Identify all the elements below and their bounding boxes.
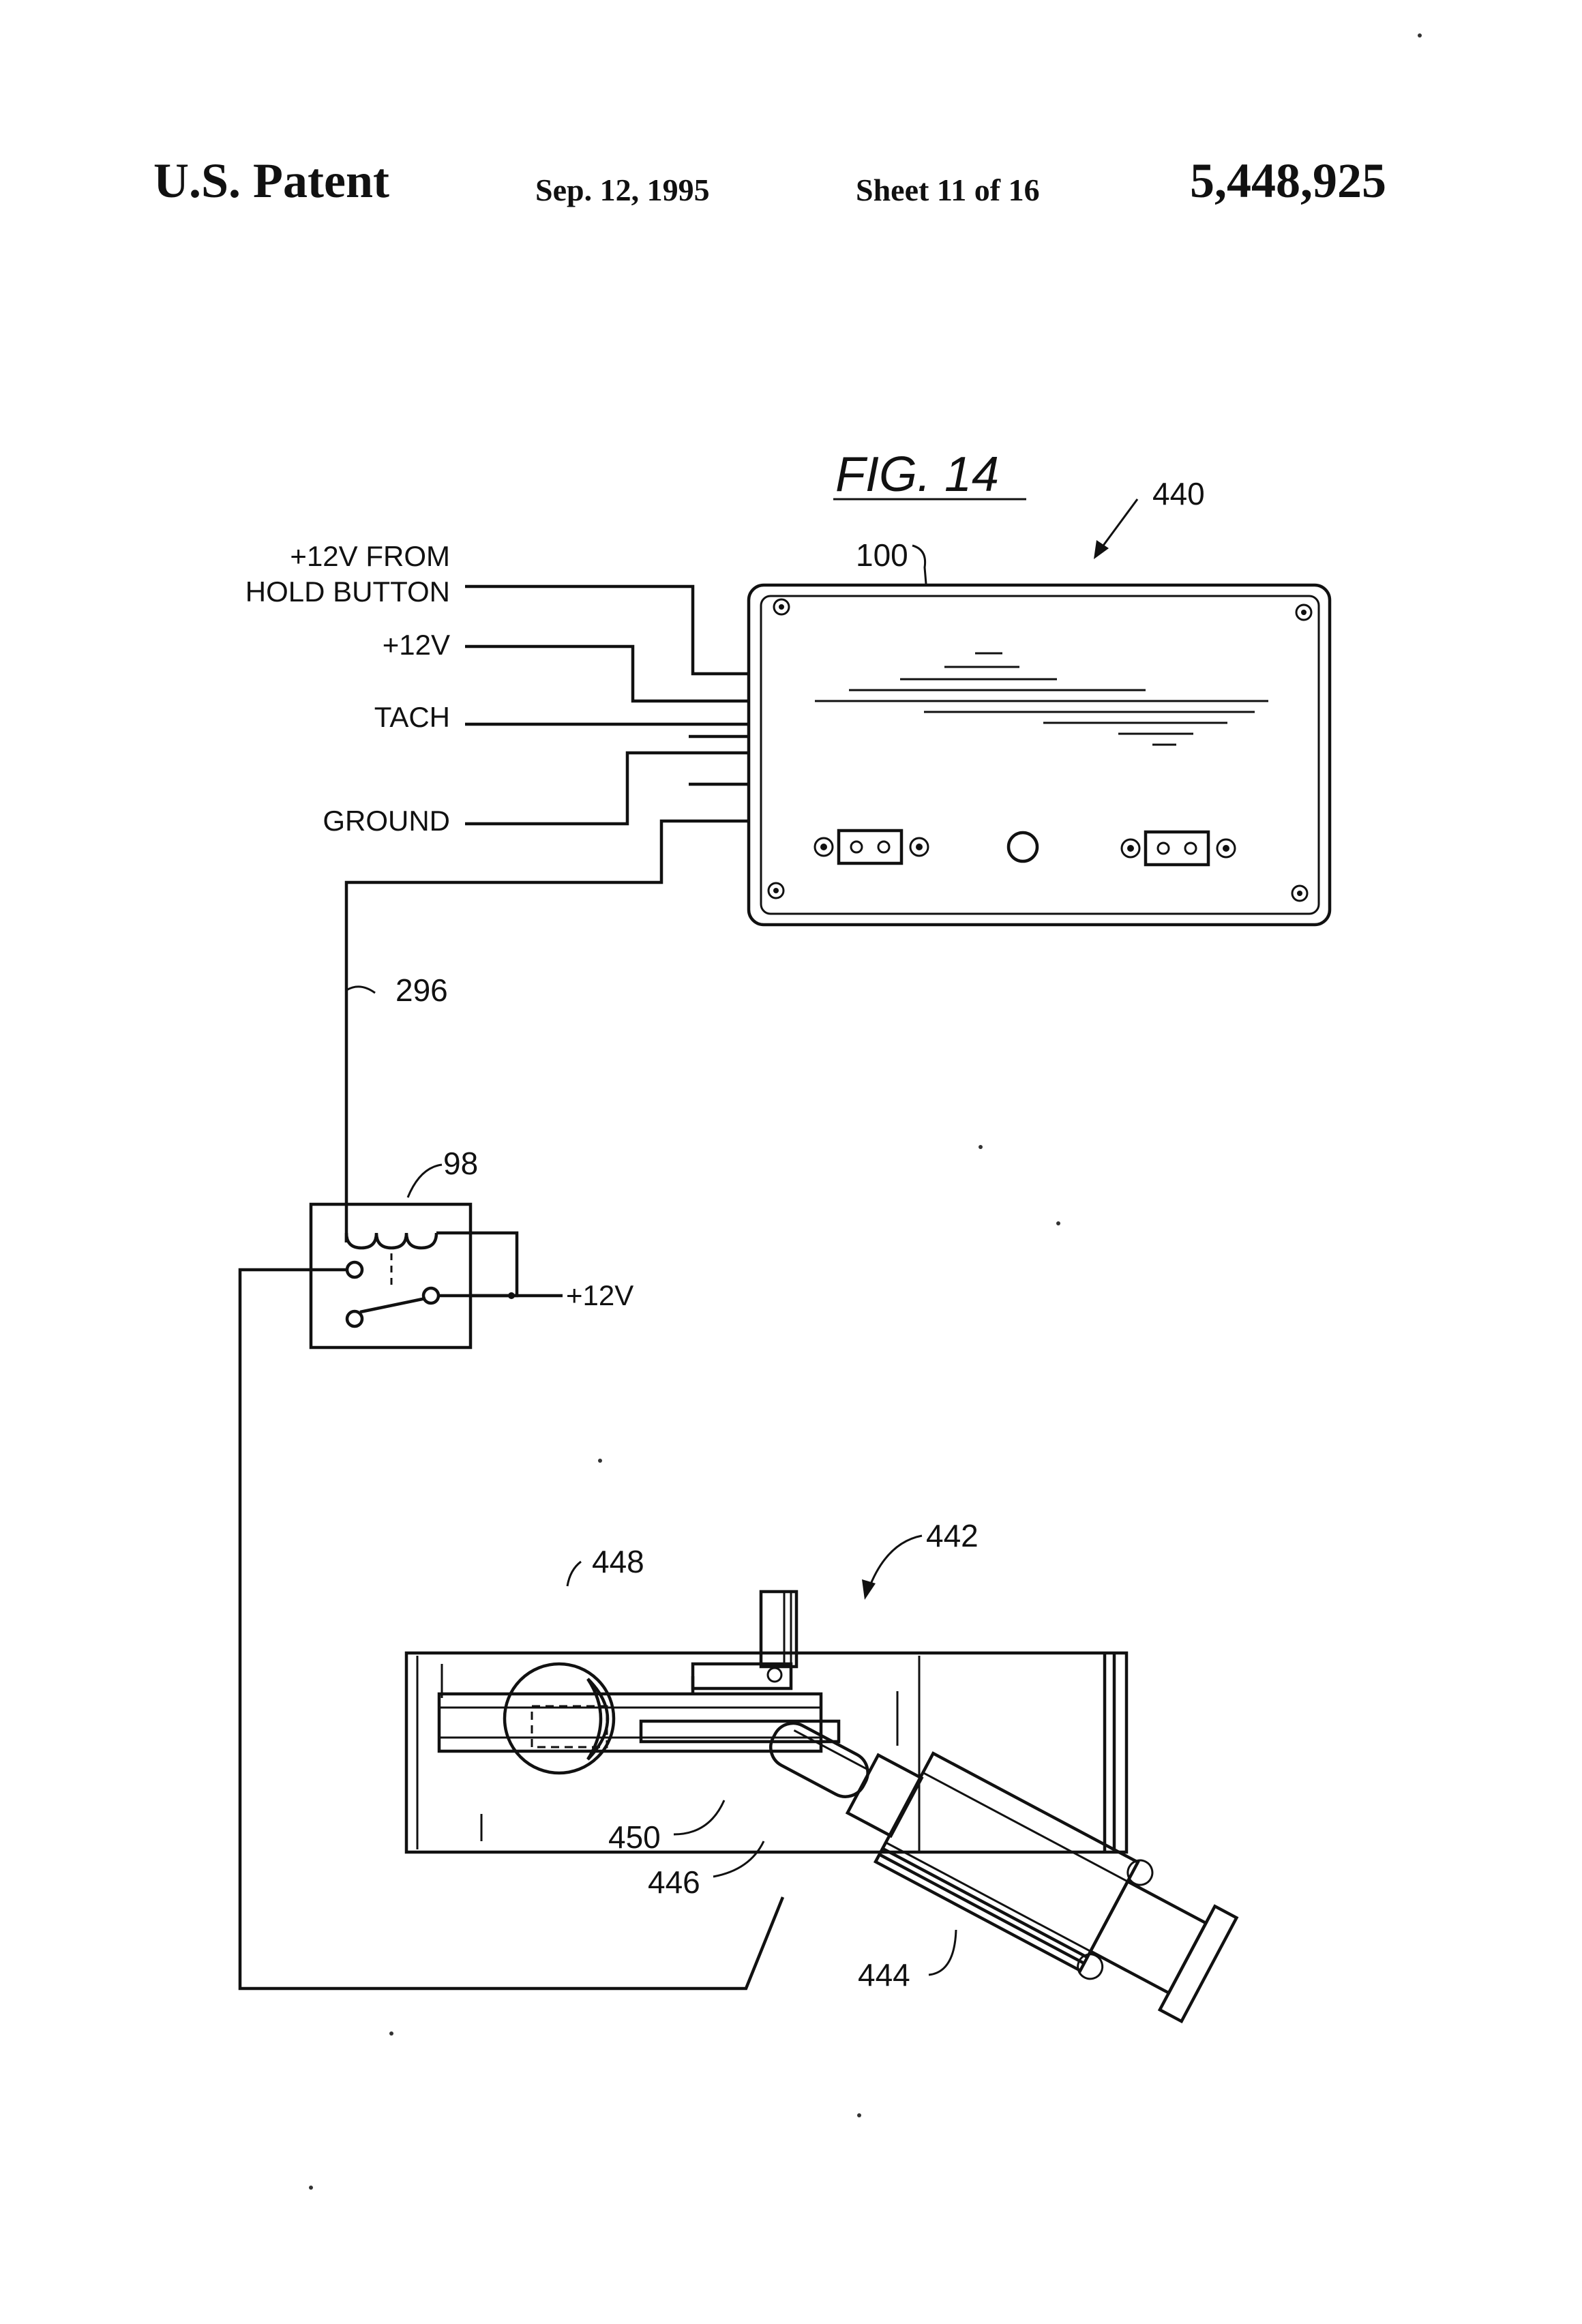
figure-title: FIG. 14 [835,447,999,502]
wire-ground [465,751,749,826]
ref-446-leader [713,1841,765,1878]
ref-440-label: 440 [1152,476,1205,511]
label-tach: TACH [374,701,450,733]
header-patent-number: 5,448,925 [1190,153,1386,208]
scan-speck [1418,33,1422,38]
actuator-444 [769,1721,1239,2024]
wire-plus12v [465,644,749,703]
ref-440-arrow [1094,498,1139,559]
ref-296-label: 296 [395,972,448,1008]
throttle-body-442 [404,1590,1129,1854]
scan-speck [389,2031,393,2036]
ref-444-leader [928,1929,957,1976]
ref-442-arrow [862,1534,923,1600]
ref-448-label: 448 [592,1544,644,1579]
wire-296 [344,819,749,1242]
wire-hold-button [465,584,749,676]
ref-450-label: 450 [608,1819,661,1855]
scan-speck [857,2113,861,2117]
ref-448-leader [566,1560,582,1587]
header-patent-label: U.S. Patent [153,153,389,208]
ref-446-label: 446 [648,1864,700,1900]
scan-speck [1056,1221,1060,1225]
label-plus12v-top: +12V [383,629,450,661]
ref-442-label: 442 [926,1518,979,1553]
ref-98-label: 98 [443,1146,478,1181]
header-date: Sep. 12, 1995 [535,173,710,207]
label-hold-line-1: +12V FROM [290,540,450,572]
scan-speck [309,2186,313,2190]
ref-100-leader [912,544,927,584]
control-box-100 [747,583,1332,927]
wire-relay-to-actuator [238,1268,785,1991]
ref-450-leader [673,1800,726,1836]
ref-444-label: 444 [858,1957,910,1993]
label-plus12v-relay: +12V [566,1279,633,1311]
label-hold-line-2: HOLD BUTTON [245,576,450,608]
relay-98 [309,1202,563,1350]
header-sheet-number: Sheet 11 of 16 [856,173,1040,207]
ref-100-label: 100 [856,537,908,573]
ref-296-leader [346,985,376,994]
label-ground: GROUND [323,805,450,837]
ref-98-leader [406,1163,443,1198]
scan-speck [979,1145,983,1149]
scan-speck [598,1459,602,1463]
